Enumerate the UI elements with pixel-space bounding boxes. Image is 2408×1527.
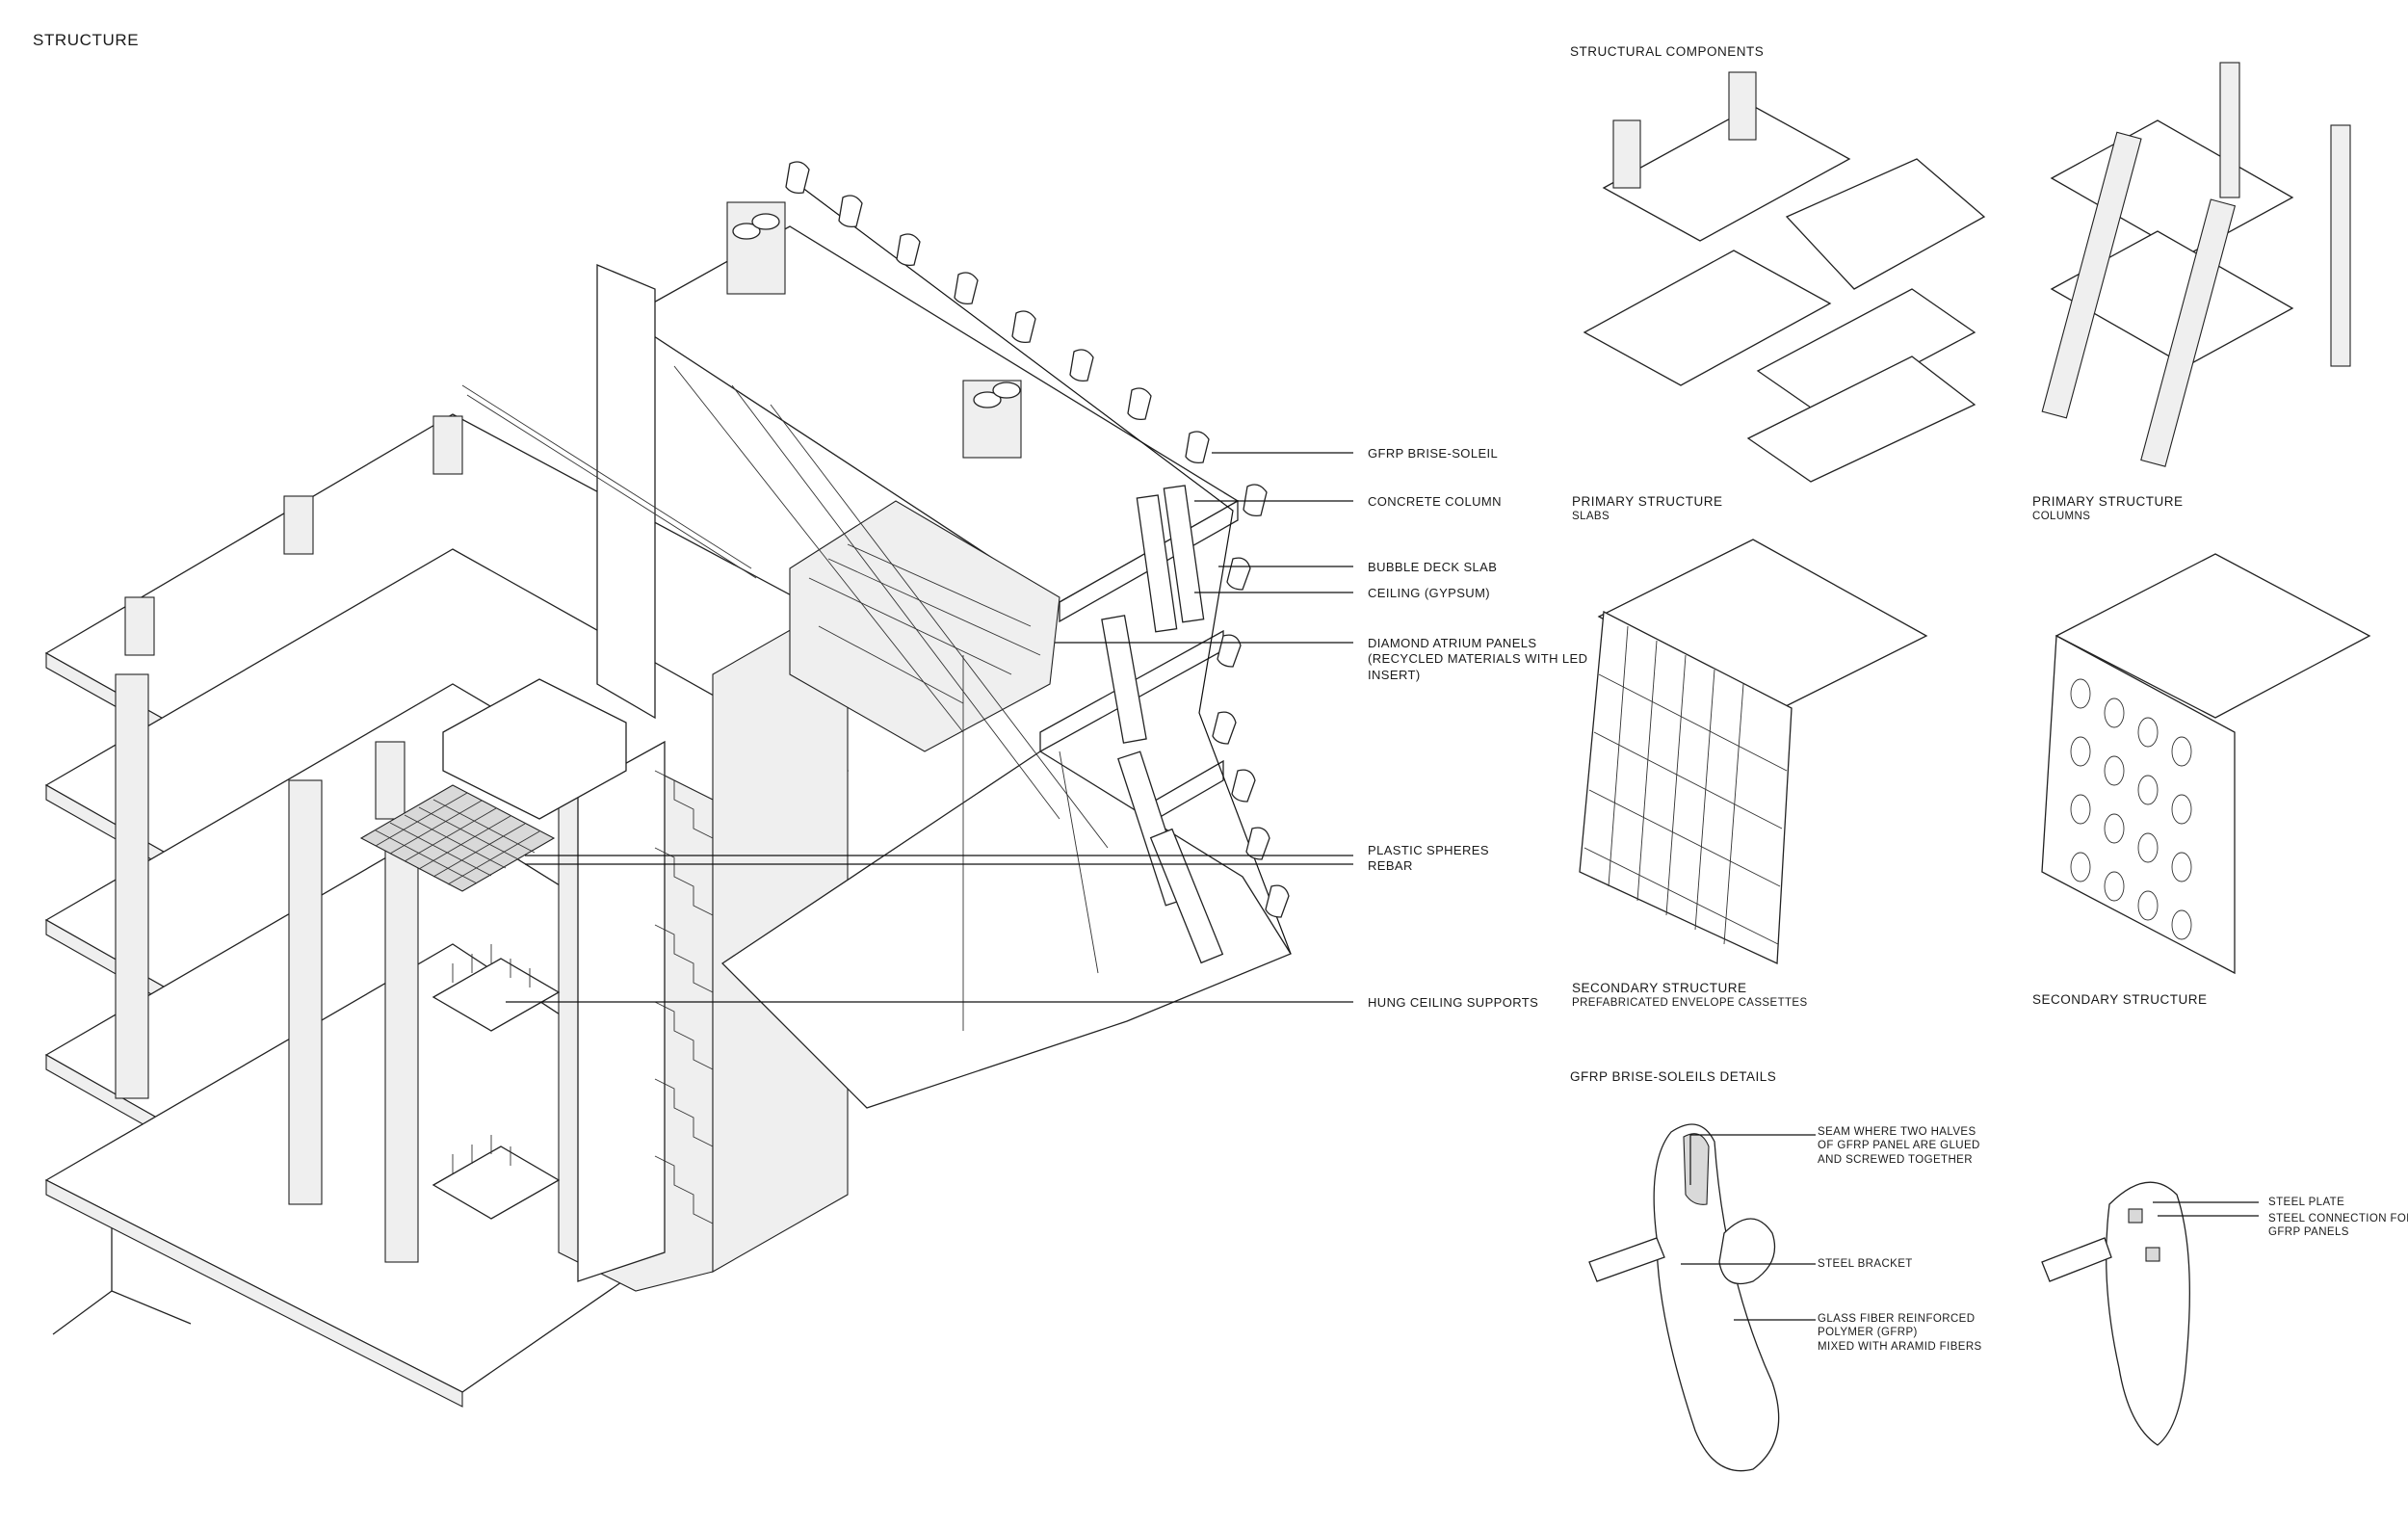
bubble-deck-grid — [359, 784, 556, 892]
rods — [461, 384, 1099, 1031]
brise-soleil-detail-b — [2041, 1181, 2259, 1446]
concrete-columns-upper — [1101, 485, 1224, 964]
primary-columns-diagram — [2041, 62, 2351, 467]
detail-material-label: GLASS FIBER REINFORCED POLYMER (GFRP) MI… — [1818, 1313, 1982, 1353]
callout-leaders — [506, 452, 1353, 1003]
callout-bubble-deck-slab: BUBBLE DECK SLAB — [1368, 560, 1498, 574]
details-heading: GFRP BRISE-SOLEILS DETAILS — [1570, 1069, 1777, 1084]
detail-connection-label: STEEL CONNECTION FOR GFRP PANELS — [2268, 1213, 2408, 1239]
brise-soleil-row — [785, 161, 1292, 955]
hung-ceiling-supports — [432, 944, 561, 1220]
secondary-a-title: SECONDARY STRUCTURE — [1572, 981, 1747, 995]
page-title: STRUCTURE — [33, 31, 140, 49]
slabs-caption: SLABS — [1572, 511, 1610, 522]
primary-slabs-diagram — [1583, 71, 1986, 483]
detail-plate-label: STEEL PLATE — [2268, 1197, 2345, 1208]
callout-concrete-column: CONCRETE COLUMN — [1368, 494, 1502, 509]
detail-bracket-label: STEEL BRACKET — [1818, 1258, 1913, 1270]
detail-seam-label: SEAM WHERE TWO HALVES OF GFRP PANEL ARE … — [1818, 1126, 1980, 1166]
brise-soleil-diagram — [2041, 553, 2371, 975]
callout-diamond-atrium-panels: DIAMOND ATRIUM PANELS (RECYCLED MATERIAL… — [1368, 636, 1588, 682]
callout-brise-soleil: GFRP BRISE-SOLEIL — [1368, 446, 1499, 461]
callout-ceiling: CEILING (GYPSUM) — [1368, 586, 1491, 600]
columns-caption: COLUMNS — [2032, 511, 2091, 522]
secondary-a-caption: PREFABRICATED ENVELOPE CASSETTES — [1572, 997, 1808, 1009]
envelope-cassettes-diagram — [1579, 539, 1928, 964]
callout-hung-ceiling-supports: HUNG CEILING SUPPORTS — [1368, 995, 1539, 1010]
components-heading: STRUCTURAL COMPONENTS — [1570, 44, 1765, 59]
concrete-columns-left — [115, 415, 463, 1263]
secondary-b-title: SECONDARY STRUCTURE — [2032, 992, 2208, 1007]
brise-soleil-detail-a — [1588, 1123, 1816, 1472]
callout-plastic-spheres: PLASTIC SPHERES REBAR — [1368, 843, 1489, 874]
stairs — [654, 770, 714, 1224]
columns-title: PRIMARY STRUCTURE — [2032, 494, 2184, 509]
slabs-title: PRIMARY STRUCTURE — [1572, 494, 1723, 509]
diamond-atrium-panels — [673, 365, 1109, 849]
axis-gizmo — [52, 1224, 192, 1335]
